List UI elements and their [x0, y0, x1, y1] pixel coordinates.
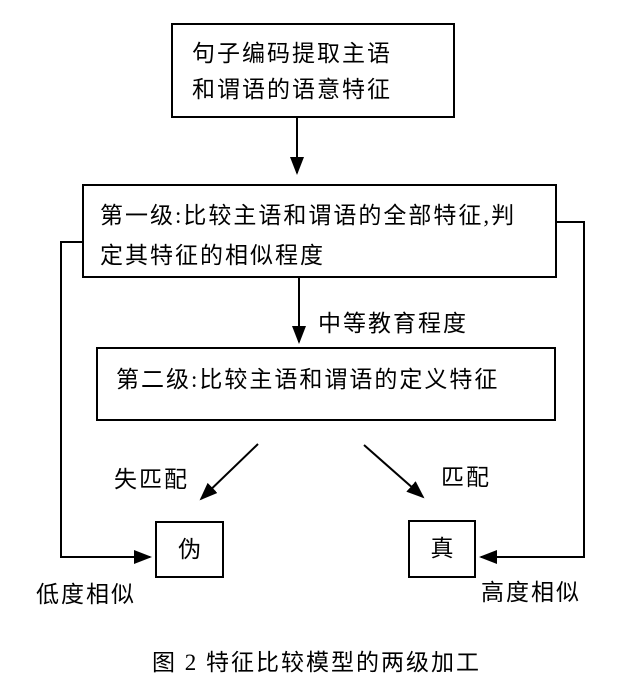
- sentence-encoding-text-line1: 句子编码提取主语: [192, 41, 392, 66]
- low-similarity-edge-label: 低度相似: [36, 582, 136, 607]
- mismatch-edge-label: 失匹配: [114, 467, 189, 492]
- level2-text-line1: 第二级:比较主语和谓语的定义特征: [116, 367, 500, 392]
- path-level1-to-false-low-similarity: [60, 241, 152, 564]
- false-result-box: 伪: [155, 521, 224, 578]
- true-result-label: 真: [430, 536, 454, 561]
- level1-comparison-box: 第一级:比较主语和谓语的全部特征,判 定其特征的相似程度: [82, 184, 557, 278]
- path-level1-to-true-high-similarity: [479, 221, 585, 564]
- high-similarity-edge-label: 高度相似: [481, 580, 581, 605]
- true-result-box: 真: [408, 520, 476, 578]
- level1-text-line1: 第一级:比较主语和谓语的全部特征,判: [100, 203, 517, 228]
- level1-text-line2: 定其特征的相似程度: [100, 243, 325, 268]
- false-result-label: 伪: [178, 536, 201, 562]
- arrow-level2-mismatch-to-false: [199, 443, 259, 501]
- figure-caption: 图 2 特征比较模型的两级加工: [152, 650, 481, 675]
- level2-comparison-box: 第二级:比较主语和谓语的定义特征: [96, 347, 556, 421]
- sentence-encoding-box: 句子编码提取主语 和谓语的语意特征: [171, 23, 455, 118]
- medium-similarity-edge-label: 中等教育程度: [318, 311, 468, 336]
- sentence-encoding-text-line2: 和谓语的语意特征: [192, 77, 392, 102]
- match-edge-label: 匹配: [441, 465, 491, 490]
- arrow-level2-match-to-true: [363, 444, 425, 499]
